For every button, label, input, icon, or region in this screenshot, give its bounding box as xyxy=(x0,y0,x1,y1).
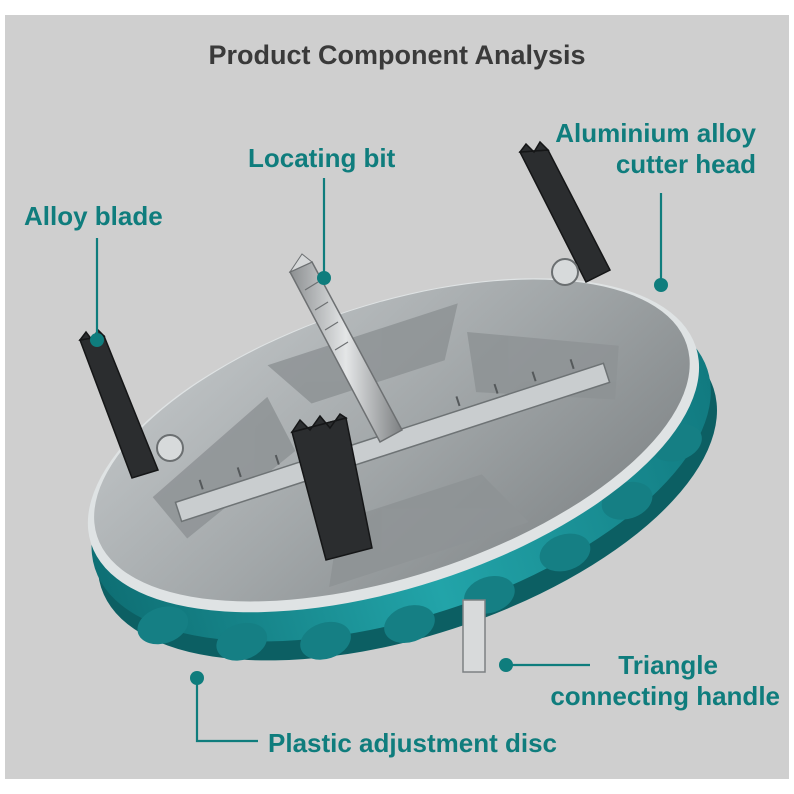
page-title: Product Component Analysis xyxy=(208,40,586,70)
label-adjustment-disc: Plastic adjustment disc xyxy=(268,728,557,758)
label-cutter-head-line2: cutter head xyxy=(615,148,756,179)
label-cutter-head: Aluminium alloy cutter head xyxy=(555,118,756,179)
callout-lines xyxy=(95,178,663,743)
label-triangle-handle-line2: connecting handle xyxy=(550,680,780,711)
alloy-blade-center xyxy=(290,412,373,561)
locating-bit xyxy=(288,253,404,444)
triangle-connecting-handle xyxy=(462,599,486,673)
label-locating-bit: Locating bit xyxy=(248,143,396,173)
label-triangle-handle: Triangle connecting handle xyxy=(550,650,780,711)
callout-dots xyxy=(90,271,668,685)
label-triangle-handle-line1: Triangle xyxy=(618,650,718,680)
label-cutter-head-line1: Aluminium alloy xyxy=(555,118,756,148)
alloy-blade-right xyxy=(518,140,612,284)
label-alloy-blade: Alloy blade xyxy=(24,201,163,231)
